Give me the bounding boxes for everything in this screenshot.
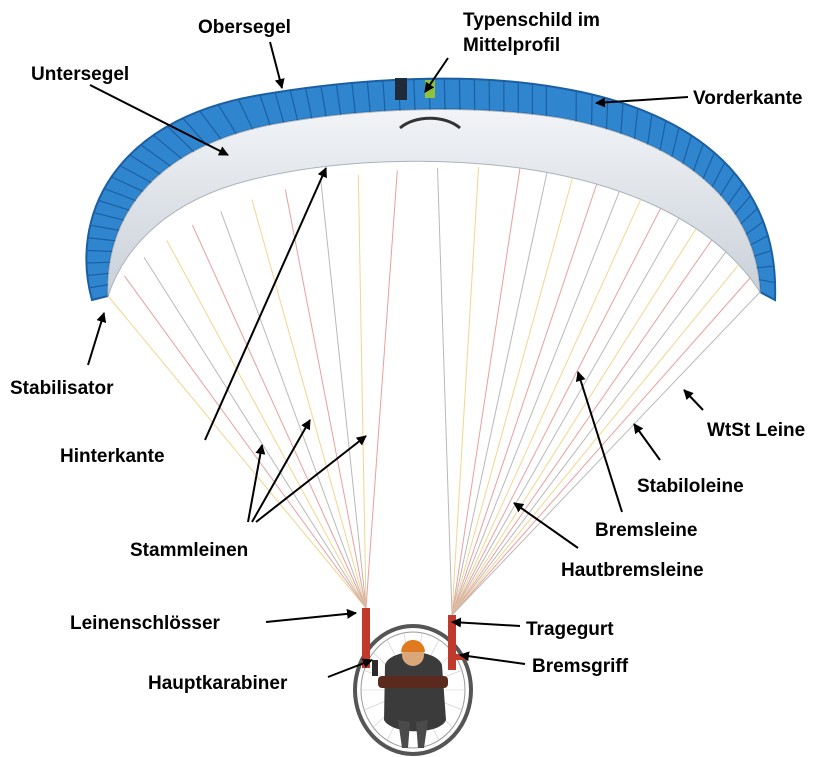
label-tragegurt: Tragegurt — [526, 619, 614, 640]
arrow-icon — [266, 613, 356, 622]
arrow-icon — [460, 655, 525, 664]
label-stabilisator: Stabilisator — [10, 378, 114, 399]
main-carabiner — [372, 660, 378, 676]
label-typenschild-line1: Typenschild im — [463, 10, 600, 31]
suspension-line — [452, 199, 641, 615]
suspension-line — [452, 240, 712, 615]
arrow-icon — [452, 622, 520, 626]
pilot-harness — [378, 676, 448, 688]
label-stabiloleine: Stabiloleine — [637, 476, 744, 497]
suspension-line — [452, 191, 619, 615]
label-hinterkante: Hinterkante — [60, 446, 165, 467]
suspension-line — [285, 189, 366, 608]
label-leinenschloesser: Leinenschlösser — [70, 613, 221, 634]
suspension-line — [366, 170, 397, 608]
type-plate — [395, 78, 407, 100]
label-vorderkante: Vorderkante — [693, 88, 802, 109]
label-typenschild-line2: Mittelprofil — [463, 35, 560, 56]
arrow-icon — [328, 660, 372, 677]
arrow-icon — [578, 372, 622, 512]
suspension-line — [452, 229, 696, 615]
label-bremsgriff: Bremsgriff — [532, 656, 629, 677]
arrow-icon — [248, 445, 262, 522]
label-bremsleine: Bremsleine — [595, 520, 697, 541]
arrow-icon — [684, 390, 703, 410]
right-riser — [448, 615, 456, 670]
arrow-icon — [270, 42, 282, 88]
label-wtst-leine: WtSt Leine — [707, 420, 805, 441]
suspension-line — [452, 172, 547, 615]
label-hauptkarabiner: Hauptkarabiner — [148, 673, 288, 694]
arrow-icon — [88, 313, 104, 365]
label-stammleinen: Stammleinen — [130, 540, 248, 561]
pilot-helmet — [401, 640, 425, 652]
canopy-cell-rib — [86, 262, 110, 263]
canopy-cell-rib — [444, 79, 445, 110]
suspension-line — [438, 168, 452, 615]
suspension-line — [252, 199, 366, 608]
label-obersegel: Obersegel — [198, 17, 291, 38]
arrow-icon — [514, 503, 578, 548]
suspension-line — [452, 178, 573, 615]
paramotor — [355, 608, 471, 754]
label-hautbremsleine: Hautbremsleine — [561, 560, 704, 581]
left-riser — [362, 608, 370, 668]
canopy-cell-rib — [592, 95, 593, 125]
arrow-icon — [634, 424, 660, 460]
label-untersegel: Untersegel — [31, 64, 129, 85]
